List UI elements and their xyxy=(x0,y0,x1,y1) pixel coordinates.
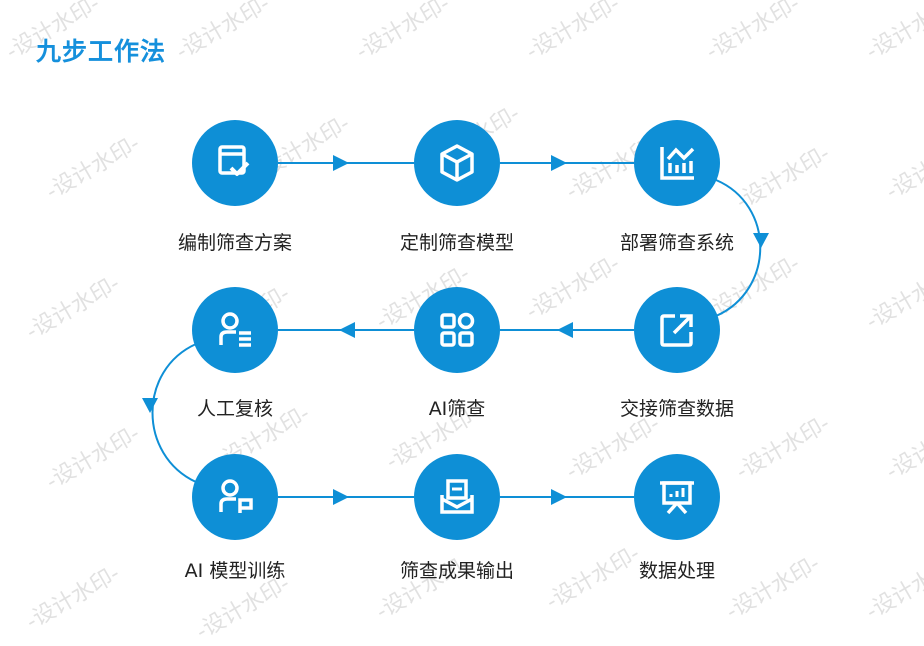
step-node-1 xyxy=(192,120,278,206)
step-node-4 xyxy=(634,287,720,373)
arrow-down-icon xyxy=(753,233,769,248)
step-label-9: 数据处理 xyxy=(638,560,715,582)
page-title: 九步工作法 xyxy=(36,37,167,66)
user-flag-icon xyxy=(219,479,253,513)
arrow-down-icon xyxy=(142,398,158,413)
step-label-1: 编制筛查方案 xyxy=(177,232,292,254)
cube-icon xyxy=(440,144,474,182)
step-label-6: 人工复核 xyxy=(196,398,273,420)
arrow-right-icon xyxy=(333,489,349,505)
step-node-8 xyxy=(414,454,500,540)
step-node-7 xyxy=(192,454,278,540)
arrow-right-icon xyxy=(551,155,567,171)
external-link-icon xyxy=(660,314,693,347)
arrow-left-icon xyxy=(339,322,355,338)
step-label-5: AI筛查 xyxy=(428,398,486,420)
step-node-9 xyxy=(634,454,720,540)
arrow-right-icon xyxy=(551,489,567,505)
step-node-3 xyxy=(634,120,720,206)
connector-3-4 xyxy=(715,179,762,317)
step-node-6 xyxy=(192,287,278,373)
user-list-icon xyxy=(219,312,251,347)
step-label-3: 部署筛查系统 xyxy=(619,232,734,254)
bar-chart-icon xyxy=(660,147,695,180)
step-label-8: 筛查成果输出 xyxy=(399,560,514,582)
step-label-7: AI 模型训练 xyxy=(184,560,286,582)
apps-grid-icon xyxy=(440,312,475,347)
step-label-2: 定制筛查模型 xyxy=(399,232,514,254)
arrow-right-icon xyxy=(333,155,349,171)
arrow-left-icon xyxy=(557,322,573,338)
presentation-icon xyxy=(660,481,694,515)
form-check-icon xyxy=(218,145,250,176)
inbox-icon xyxy=(440,479,474,514)
connector-6-7 xyxy=(151,343,197,483)
step-label-4: 交接筛查数据 xyxy=(619,398,734,420)
step-node-2 xyxy=(414,120,500,206)
step-node-5 xyxy=(414,287,500,373)
